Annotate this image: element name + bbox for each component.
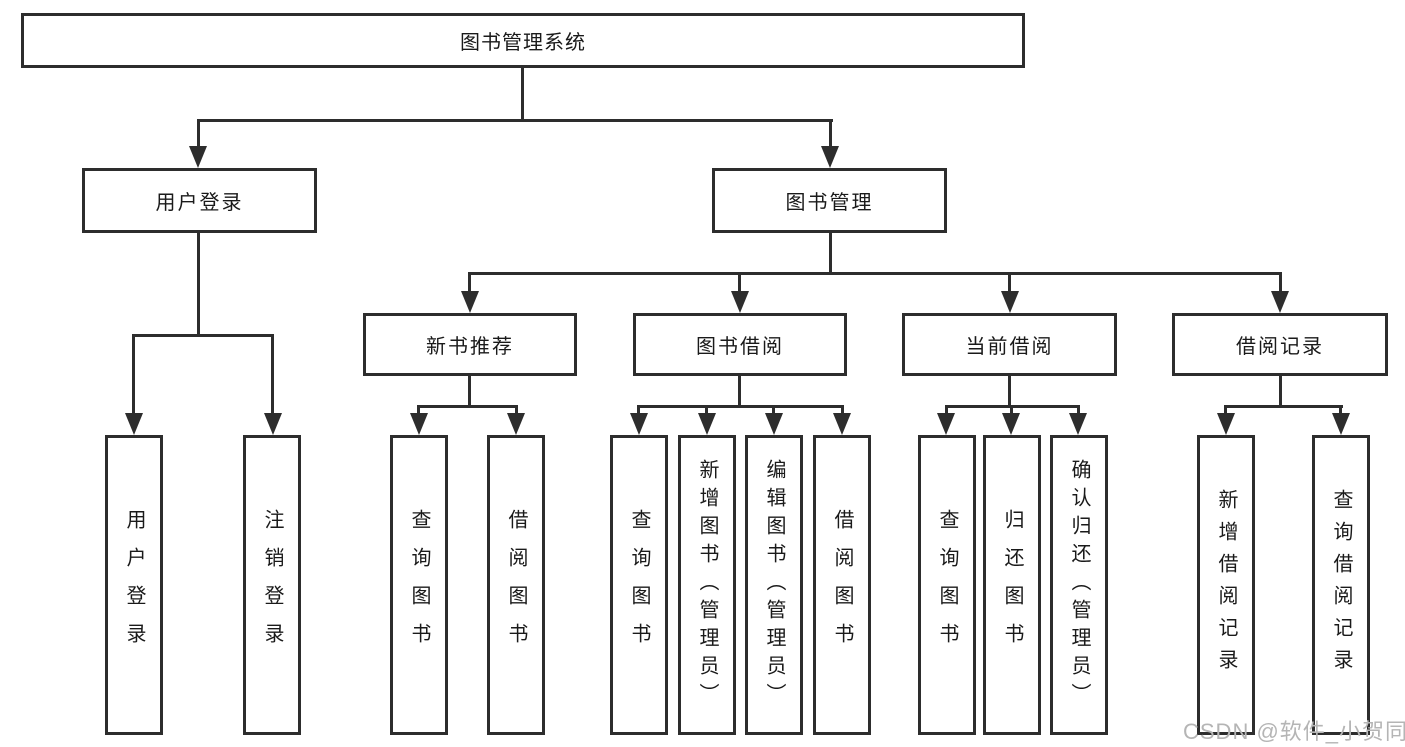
leaf-return-books: 归还图书: [983, 435, 1041, 735]
leaf-query-books-3: 查询图书: [918, 435, 976, 735]
arrow-down-icon: [1271, 291, 1289, 313]
connector-line: [271, 334, 274, 417]
arrow-down-icon: [821, 146, 839, 168]
arrow-down-icon: [410, 413, 428, 435]
leaf-label: 查询图书: [408, 509, 430, 661]
node-label: 用户登录: [155, 192, 244, 214]
connector-line: [841, 405, 844, 417]
leaf-query-books: 查询图书: [390, 435, 448, 735]
leaf-label: 新增借阅记录: [1215, 489, 1237, 681]
leaf-label: 查询借阅记录: [1330, 489, 1352, 681]
connector-line: [738, 272, 741, 295]
arrow-down-icon: [937, 413, 955, 435]
connector-line: [1224, 405, 1343, 408]
connector-line: [829, 119, 832, 150]
connector-line: [521, 68, 524, 122]
leaf-add-book-admin: 新增图书（管理员）: [678, 435, 736, 735]
arrow-down-icon: [833, 413, 851, 435]
leaf-label: 注销登录: [261, 509, 283, 661]
connector-line: [468, 376, 471, 408]
leaf-logout: 注销登录: [243, 435, 301, 735]
connector-line: [197, 233, 200, 337]
leaf-borrow-books: 借阅图书: [487, 435, 545, 735]
arrow-down-icon: [1069, 413, 1087, 435]
arrow-down-icon: [1002, 413, 1020, 435]
leaf-label: 查询图书: [628, 509, 650, 661]
node-book-borrowing: 图书借阅: [633, 313, 847, 376]
arrow-down-icon: [765, 413, 783, 435]
arrow-down-icon: [630, 413, 648, 435]
arrow-down-icon: [507, 413, 525, 435]
connector-line: [197, 119, 833, 122]
connector-line: [1010, 405, 1013, 417]
node-new-book-recommendation: 新书推荐: [363, 313, 577, 376]
leaf-label: 确认归还（管理员）: [1068, 459, 1090, 711]
arrow-down-icon: [1001, 291, 1019, 313]
connector-line: [1279, 376, 1282, 408]
leaf-query-books-2: 查询图书: [610, 435, 668, 735]
leaf-borrow-books-2: 借阅图书: [813, 435, 871, 735]
connector-line: [1339, 405, 1342, 417]
connector-line: [772, 405, 775, 417]
connector-line: [637, 405, 844, 408]
leaf-add-borrow-record: 新增借阅记录: [1197, 435, 1255, 735]
arrow-down-icon: [461, 291, 479, 313]
connector-line: [132, 334, 135, 417]
leaf-label: 查询图书: [936, 509, 958, 661]
node-book-management: 图书管理: [712, 168, 947, 233]
connector-line: [945, 405, 948, 417]
node-current-borrowing: 当前借阅: [902, 313, 1117, 376]
leaf-label: 借阅图书: [831, 509, 853, 661]
connector-line: [197, 119, 200, 150]
node-library-management-system: 图书管理系统: [21, 13, 1025, 68]
connector-line: [705, 405, 708, 417]
connector-line: [132, 334, 274, 337]
connector-line: [515, 405, 518, 417]
leaf-label: 用户登录: [123, 509, 145, 661]
leaf-label: 新增图书（管理员）: [696, 459, 718, 711]
node-label: 借阅记录: [1236, 336, 1324, 358]
connector-line: [1224, 405, 1227, 417]
connector-line: [417, 405, 420, 417]
arrow-down-icon: [698, 413, 716, 435]
csdn-watermark: CSDN @软件_小贺同学: [1183, 719, 1405, 744]
connector-line: [468, 272, 471, 295]
leaf-edit-book-admin: 编辑图书（管理员）: [745, 435, 803, 735]
connector-line: [1279, 272, 1282, 295]
leaf-label: 借阅图书: [505, 509, 527, 661]
leaf-label: 归还图书: [1001, 509, 1023, 661]
connector-line: [1008, 272, 1011, 295]
connector-line: [637, 405, 640, 417]
node-label: 当前借阅: [965, 336, 1054, 358]
node-label: 新书推荐: [426, 336, 514, 358]
leaf-confirm-return-admin: 确认归还（管理员）: [1050, 435, 1108, 735]
connector-line: [1008, 376, 1011, 408]
connector-line: [829, 233, 832, 275]
connector-line: [738, 376, 741, 408]
connector-line: [417, 405, 518, 408]
node-label: 图书管理系统: [460, 32, 586, 54]
arrow-down-icon: [125, 413, 143, 435]
node-label: 图书借阅: [696, 336, 784, 358]
arrow-down-icon: [264, 413, 282, 435]
connector-line: [468, 272, 1282, 275]
arrow-down-icon: [189, 146, 207, 168]
leaf-query-borrow-record: 查询借阅记录: [1312, 435, 1370, 735]
arrow-down-icon: [1332, 413, 1350, 435]
node-borrowing-records: 借阅记录: [1172, 313, 1388, 376]
node-label: 图书管理: [785, 192, 874, 214]
connector-line: [1077, 405, 1080, 417]
arrow-down-icon: [1217, 413, 1235, 435]
node-user-login: 用户登录: [82, 168, 317, 233]
leaf-user-login: 用户登录: [105, 435, 163, 735]
arrow-down-icon: [731, 291, 749, 313]
leaf-label: 编辑图书（管理员）: [763, 459, 785, 711]
